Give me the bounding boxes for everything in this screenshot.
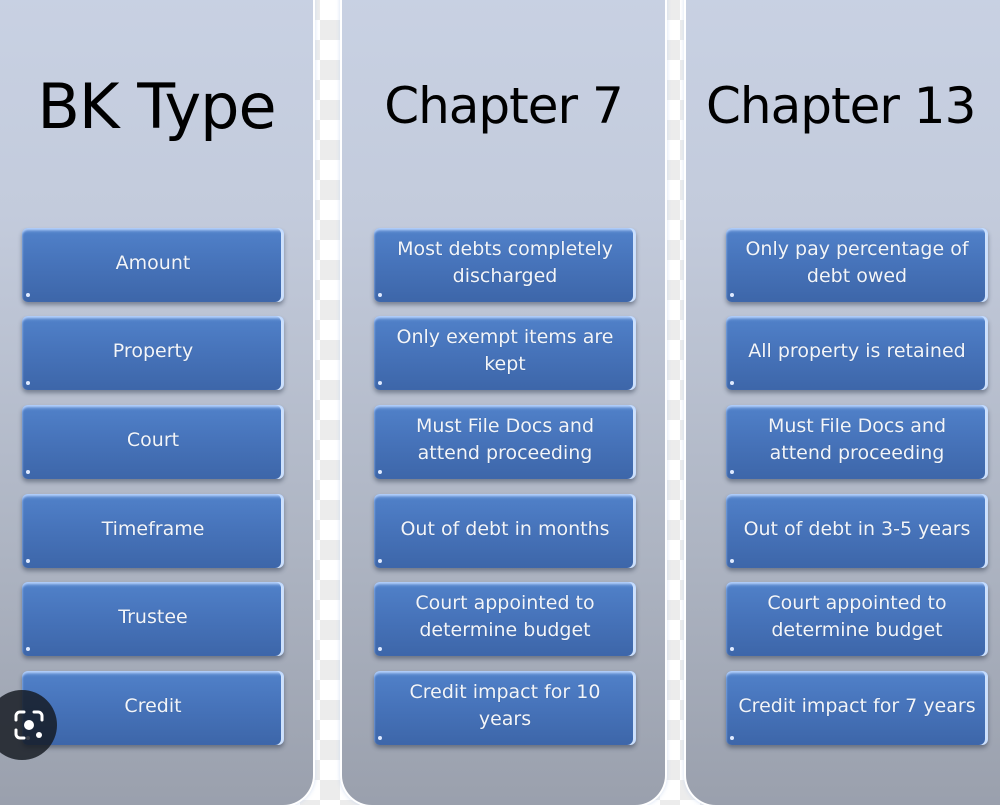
- row-label-credit[interactable]: Credit: [22, 671, 284, 745]
- column-title-chapter-7: Chapter 7: [384, 77, 624, 135]
- chapter-13-amount-cell[interactable]: Only pay percentage of debt owed: [726, 228, 988, 302]
- row-label-trustee[interactable]: Trustee: [22, 582, 284, 656]
- google-lens-button[interactable]: [0, 690, 57, 760]
- column-panel-chapter-13: Chapter 13 Only pay percentage of debt o…: [686, 0, 1000, 805]
- chapter-13-trustee-cell[interactable]: Court appointed to determine budget: [726, 582, 988, 656]
- column-panel-bk-type: BK Type Amount Property Court Timeframe …: [0, 0, 313, 805]
- column-title-bk-type: BK Type: [37, 70, 276, 143]
- row-label-amount[interactable]: Amount: [22, 228, 284, 302]
- row-label-timeframe[interactable]: Timeframe: [22, 494, 284, 568]
- chapter-7-amount-cell[interactable]: Most debts completely discharged: [374, 228, 636, 302]
- row-label-court[interactable]: Court: [22, 405, 284, 479]
- chapter-7-trustee-cell[interactable]: Court appointed to determine budget: [374, 582, 636, 656]
- chapter-7-court-cell[interactable]: Must File Docs and attend proceeding: [374, 405, 636, 479]
- column-title-chapter-13: Chapter 13: [706, 77, 976, 135]
- row-label-property[interactable]: Property: [22, 316, 284, 390]
- chapter-7-credit-cell[interactable]: Credit impact for 10 years: [374, 671, 636, 745]
- chapter-13-property-cell[interactable]: All property is retained: [726, 316, 988, 390]
- chapter-13-court-cell[interactable]: Must File Docs and attend proceeding: [726, 405, 988, 479]
- google-lens-icon: [14, 710, 44, 740]
- chapter-7-property-cell[interactable]: Only exempt items are kept: [374, 316, 636, 390]
- chapter-13-timeframe-cell[interactable]: Out of debt in 3-5 years: [726, 494, 988, 568]
- chapter-7-timeframe-cell[interactable]: Out of debt in months: [374, 494, 636, 568]
- chapter-13-credit-cell[interactable]: Credit impact for 7 years: [726, 671, 988, 745]
- column-panel-chapter-7: Chapter 7 Most debts completely discharg…: [342, 0, 665, 805]
